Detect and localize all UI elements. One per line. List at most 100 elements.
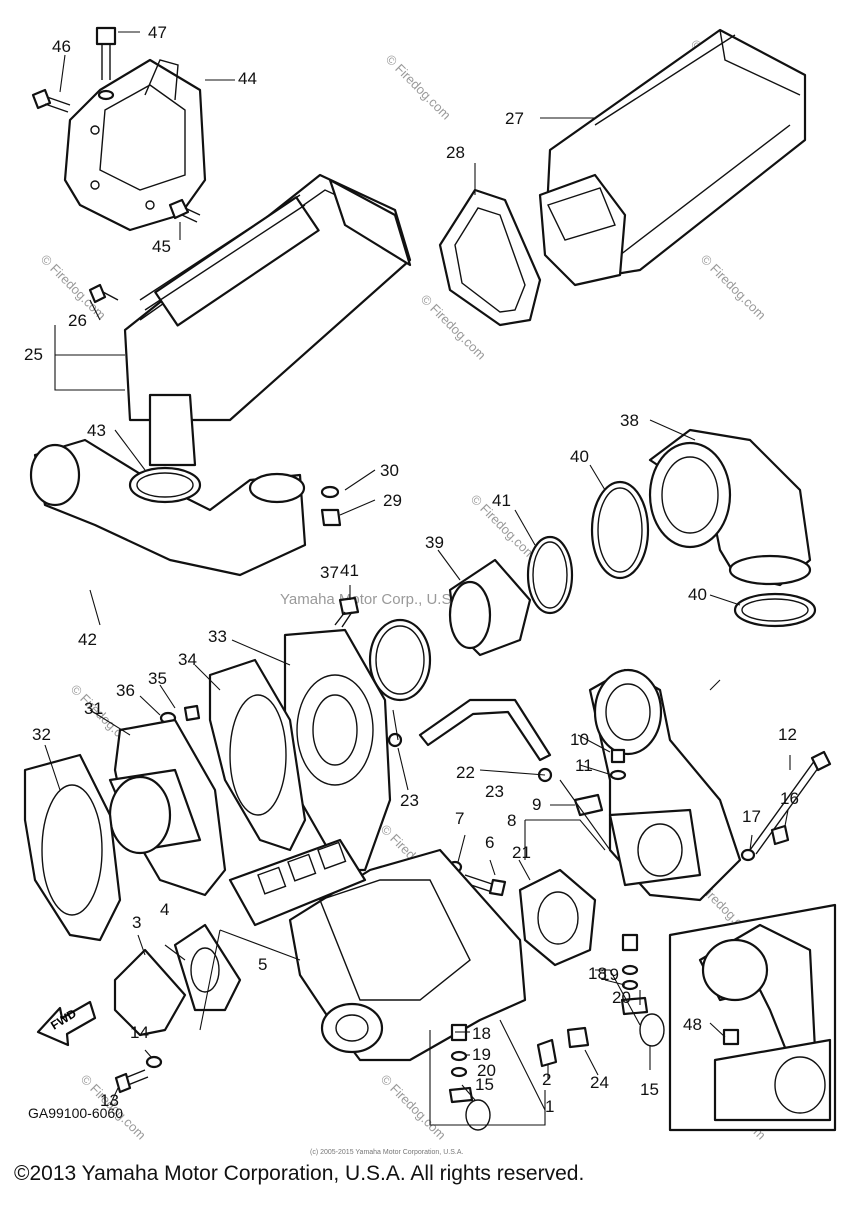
part-35-bolt	[183, 704, 201, 722]
callout-26: 26	[68, 311, 87, 330]
watermark-yamaha: Yamaha Motor Corp., U.S.A.	[280, 591, 470, 608]
part-9-fitting	[573, 793, 604, 817]
part-17-washer	[740, 848, 756, 862]
watermark: © Firedog.com	[378, 1072, 449, 1143]
part-2-fitting	[536, 1038, 558, 1068]
callout-2: 2	[542, 1070, 551, 1089]
callout-32: 32	[32, 725, 51, 744]
callout-38: 38	[620, 411, 639, 430]
callout-41-upper: 41	[492, 491, 511, 510]
part-15-clamp-right	[620, 996, 665, 1047]
callout-1: 1	[545, 1097, 554, 1116]
part-10-plug	[610, 748, 626, 764]
callout-5: 5	[258, 955, 267, 974]
copyright-notice: ©2013 Yamaha Motor Corporation, U.S.A. A…	[14, 1162, 584, 1185]
part-33-housing	[283, 628, 392, 872]
part-12-bolt	[749, 750, 832, 855]
small-copyright: (c) 2005-2015 Yamaha Motor Corporation, …	[310, 1149, 463, 1156]
leader-lines	[44, 31, 791, 1126]
part-40-clamp-lower	[733, 592, 817, 628]
callout-40-lower: 40	[688, 585, 707, 604]
part-47-bolt	[95, 26, 117, 101]
part-24-clip	[566, 1026, 590, 1049]
callout-36: 36	[116, 681, 135, 700]
callout-13: 13	[100, 1091, 119, 1110]
part-29-bolt	[320, 508, 342, 527]
callout-15-right: 15	[640, 1080, 659, 1099]
part-11-washer	[609, 769, 627, 781]
part-15-clamp-lower	[448, 1086, 491, 1131]
callout-41-lower: 41	[340, 561, 359, 580]
callout-27: 27	[505, 109, 524, 128]
part-1-manifold	[288, 848, 527, 1062]
part-21-gasket	[518, 868, 597, 967]
callout-30: 30	[380, 461, 399, 480]
callout-39: 39	[425, 533, 444, 552]
watermark: © Firedog.com	[698, 252, 769, 323]
part-22-hose	[418, 698, 552, 762]
callout-6: 6	[485, 833, 494, 852]
callout-8: 8	[507, 811, 516, 830]
part-27-resonator	[538, 28, 807, 287]
callout-21: 21	[512, 843, 531, 862]
callout-16: 16	[780, 789, 799, 808]
watermark: © Firedog.com	[383, 52, 454, 123]
callout-40-upper: 40	[570, 447, 589, 466]
callout-9: 9	[532, 795, 541, 814]
part-8-elbow	[588, 668, 742, 902]
callout-34: 34	[178, 650, 197, 669]
callout-31: 31	[84, 699, 103, 718]
part-20-washer-lower	[450, 1066, 468, 1078]
callout-23-a: 23	[400, 791, 419, 810]
callout-19-lower: 19	[472, 1045, 491, 1064]
detail-inset	[668, 903, 837, 1132]
callout-labels: 1 2 3 4 5 6 7 8 9 10 11 12 13 14 15 15 1…	[24, 23, 799, 1116]
part-32-gasket	[23, 753, 122, 942]
callout-18-lower: 18	[472, 1024, 491, 1043]
part-40-clamp-upper	[590, 480, 650, 580]
part-41-clamp-upper	[526, 535, 574, 615]
callout-18-right: 18	[588, 964, 607, 983]
callout-48: 48	[683, 1015, 702, 1034]
callout-22: 22	[456, 763, 475, 782]
callout-4: 4	[160, 900, 169, 919]
callout-12: 12	[778, 725, 797, 744]
callout-23-b: 23	[485, 782, 504, 801]
part-19-washer-lower	[450, 1050, 468, 1062]
part-34-gasket	[208, 658, 307, 852]
callout-35: 35	[148, 669, 167, 688]
callout-7: 7	[455, 809, 464, 828]
callout-11: 11	[575, 756, 593, 775]
callout-29: 29	[383, 491, 402, 510]
part-46-bolt	[31, 88, 71, 113]
part-44-bracket	[63, 58, 207, 232]
part-16-bolt	[770, 824, 790, 846]
part-18-bolt-right	[621, 933, 639, 952]
callout-46: 46	[52, 37, 71, 56]
part-28-gasket	[438, 188, 542, 327]
part-42-pipe	[29, 438, 307, 577]
part-13-bolt	[114, 1069, 149, 1094]
callout-28: 28	[446, 143, 465, 162]
callout-24: 24	[590, 1073, 609, 1092]
part-14-washer	[145, 1055, 163, 1069]
part-3-cover	[113, 948, 187, 1037]
callout-14: 14	[130, 1023, 149, 1042]
callout-44: 44	[238, 69, 257, 88]
callout-33: 33	[208, 627, 227, 646]
callout-20-lower: 20	[477, 1061, 496, 1080]
part-31-plate	[108, 718, 227, 897]
part-30-washer	[320, 485, 340, 499]
part-19-washer-right	[621, 964, 639, 976]
callout-37: 37	[320, 563, 339, 582]
callout-42: 42	[78, 630, 97, 649]
callout-47: 47	[148, 23, 167, 42]
part-38-elbow	[648, 428, 812, 587]
part-25-silencer: YAMAHA	[123, 173, 412, 467]
part-45-bolt	[168, 198, 201, 223]
part-23-clip-a	[387, 732, 403, 748]
part-43-clamp	[128, 466, 202, 504]
callout-15-lower: 15	[475, 1075, 494, 1094]
